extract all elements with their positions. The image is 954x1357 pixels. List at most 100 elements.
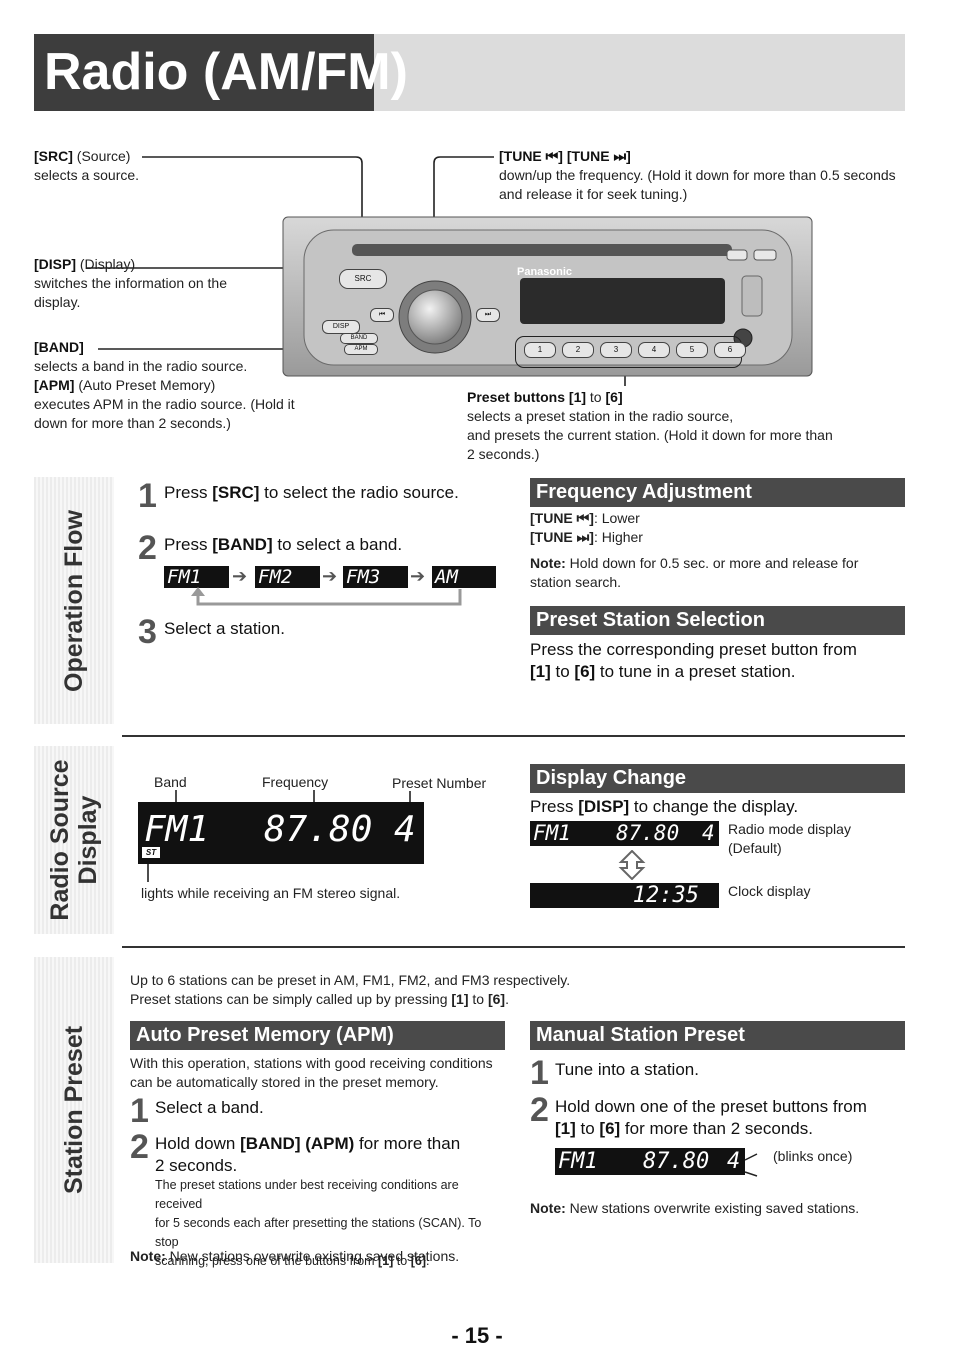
apm-fine3-end: . <box>425 1254 430 1268</box>
radio-mode-label: Radio mode display (Default) <box>728 820 851 858</box>
freq-note-label: Note: <box>530 555 566 571</box>
tune-up-button[interactable]: ⏭ <box>476 308 500 322</box>
band-desc: selects a band in the radio source. <box>34 358 248 374</box>
clock-lcd: 12:35 <box>530 883 719 908</box>
preset-button-3[interactable]: 3 <box>600 342 632 358</box>
src-button[interactable]: SRC <box>339 269 387 289</box>
sp-intro1: Up to 6 stations can be preset in AM, FM… <box>130 972 571 988</box>
freq-note2: station search. <box>530 574 622 590</box>
radio-mode-lcd-band: FM1 <box>533 821 571 845</box>
display-change-heading: Display Change <box>530 764 905 793</box>
apm-step1-text: Select a band. <box>155 1098 264 1117</box>
manual-note: Note: New stations overwrite existing sa… <box>530 1199 905 1218</box>
preset-button-5[interactable]: 5 <box>676 342 708 358</box>
radio-mode-lcd-preset: 4 <box>702 821 715 845</box>
page-number: - 15 - <box>451 1323 503 1348</box>
tab-operation-flow: Operation Flow <box>34 477 114 724</box>
sp-intro2-k1: [1] <box>451 991 469 1007</box>
apm-desc1-text: With this operation, stations with good … <box>130 1055 493 1071</box>
title-box <box>34 34 374 111</box>
freq-lower-key: [TUNE ⏮] <box>530 510 594 526</box>
tune-key: [TUNE ⏮] [TUNE ⏭] <box>499 148 631 164</box>
manual-note-text: New stations overwrite existing saved st… <box>565 1200 860 1216</box>
manual-note-label: Note: <box>530 1200 566 1216</box>
band-loop-arrow-icon <box>191 587 462 606</box>
stereo-indicator: ST <box>142 847 160 858</box>
tune-down-button[interactable]: ⏮ <box>370 308 394 322</box>
divider <box>122 735 905 737</box>
freq-higher: : Higher <box>593 529 643 545</box>
apm-step1-num: 1 <box>130 1092 149 1130</box>
apm-fine3-pre: scanning, press one of the buttons from <box>155 1254 379 1268</box>
preset-select-post: to tune in a preset station. <box>595 662 796 681</box>
band-am: AM <box>432 566 496 588</box>
freq-lower: : Lower <box>593 510 640 526</box>
preset-button-1[interactable]: 1 <box>524 342 556 358</box>
display-change-text: Press [DISP] to change the display. <box>530 796 798 818</box>
apm-desc2-text: can be automatically stored in the prese… <box>130 1074 439 1090</box>
op-step1-post: to select the radio source. <box>259 483 459 502</box>
src-name: (Source) <box>76 148 131 164</box>
radio-lcd-preset: 4 <box>394 809 416 850</box>
freq-adjust-heading: Frequency Adjustment <box>530 478 905 507</box>
radio-mode-label1: Radio mode display <box>728 821 851 837</box>
sp-intro2-pre: Preset stations can be simply called up … <box>130 991 452 1007</box>
tab-radio-source-display: Radio Source Display <box>34 746 114 934</box>
freq-higher-key: [TUNE ⏭] <box>530 529 594 545</box>
arrow-right-icon: ➔ <box>410 566 426 586</box>
manual-step2-post: for more than 2 seconds. <box>620 1119 813 1138</box>
label-band: Band <box>154 774 187 790</box>
sp-intro2-end: . <box>505 991 509 1007</box>
disp-name: (Display) <box>79 256 136 272</box>
op-step1-num: 1 <box>138 477 157 515</box>
apm-note-text: New stations overwrite existing saved st… <box>165 1248 460 1264</box>
disp-key: [DISP] <box>34 256 76 272</box>
preset-desc3: 2 seconds.) <box>467 446 540 462</box>
op-step1-pre: Press <box>164 483 213 502</box>
band-button[interactable]: BAND <box>340 333 378 344</box>
preset-button-2[interactable]: 2 <box>562 342 594 358</box>
divider <box>122 946 905 948</box>
preset-to: to <box>589 389 602 405</box>
disp-desc1: switches the information on the <box>34 275 227 291</box>
preset-select-k6: [6] <box>574 662 596 681</box>
band-key: [BAND] <box>34 339 84 355</box>
display-change-pre: Press <box>530 797 579 816</box>
preset-select-k1: [1] <box>530 662 551 681</box>
blink-note: (blinks once) <box>773 1148 853 1164</box>
preset-desc2: and presets the current station. (Hold i… <box>467 427 833 443</box>
sp-intro2-to: to <box>468 991 488 1007</box>
freq-note1: Hold down for 0.5 sec. or more and relea… <box>565 555 859 571</box>
apm-fine3-k6: [6] <box>410 1254 426 1268</box>
tab-station-preset: Station Preset <box>34 957 114 1263</box>
apm-heading: Auto Preset Memory (APM) <box>130 1021 505 1050</box>
manual-lcd-band: FM1 <box>558 1149 598 1174</box>
disp-callout: [DISP] (Display) switches the informatio… <box>34 255 284 312</box>
op-step2-pre: Press <box>164 535 213 554</box>
radio-brand: Panasonic <box>517 266 573 278</box>
preset-button-6[interactable]: 6 <box>714 342 746 358</box>
preset-select-to: to <box>550 662 575 681</box>
arrow-right-icon: ➔ <box>322 566 338 586</box>
swap-arrows-icon <box>618 850 646 880</box>
apm-step2-pre: Hold down <box>155 1134 241 1153</box>
radio-mode-lcd-frequency: 87.80 <box>616 821 680 845</box>
preset-button-4[interactable]: 4 <box>638 342 670 358</box>
sp-intro2-k6: [6] <box>487 991 506 1007</box>
apm-step2-line2: 2 seconds. <box>155 1156 238 1175</box>
tune-desc2: and release it for seek tuning.) <box>499 186 688 202</box>
band-fm3: FM3 <box>343 566 408 588</box>
radio-mode-label2: (Default) <box>728 840 782 856</box>
apm-fine2: for 5 seconds each after presetting the … <box>155 1216 482 1249</box>
band-apm-callout: [BAND] selects a band in the radio sourc… <box>34 338 314 433</box>
band-fm2: FM2 <box>255 566 320 588</box>
preset-k6: [6] <box>605 389 623 405</box>
apm-button[interactable]: APM <box>344 344 378 355</box>
apm-step2-post: for more than <box>354 1134 461 1153</box>
manual-step2-to: to <box>575 1119 600 1138</box>
manual-step1-text: Tune into a station. <box>555 1060 699 1079</box>
manual-preset-heading: Manual Station Preset <box>530 1021 905 1050</box>
apm-step2-text: Hold down [BAND] (APM) for more than 2 s… <box>155 1133 505 1177</box>
station-preset-intro: Up to 6 stations can be preset in AM, FM… <box>130 971 630 1009</box>
